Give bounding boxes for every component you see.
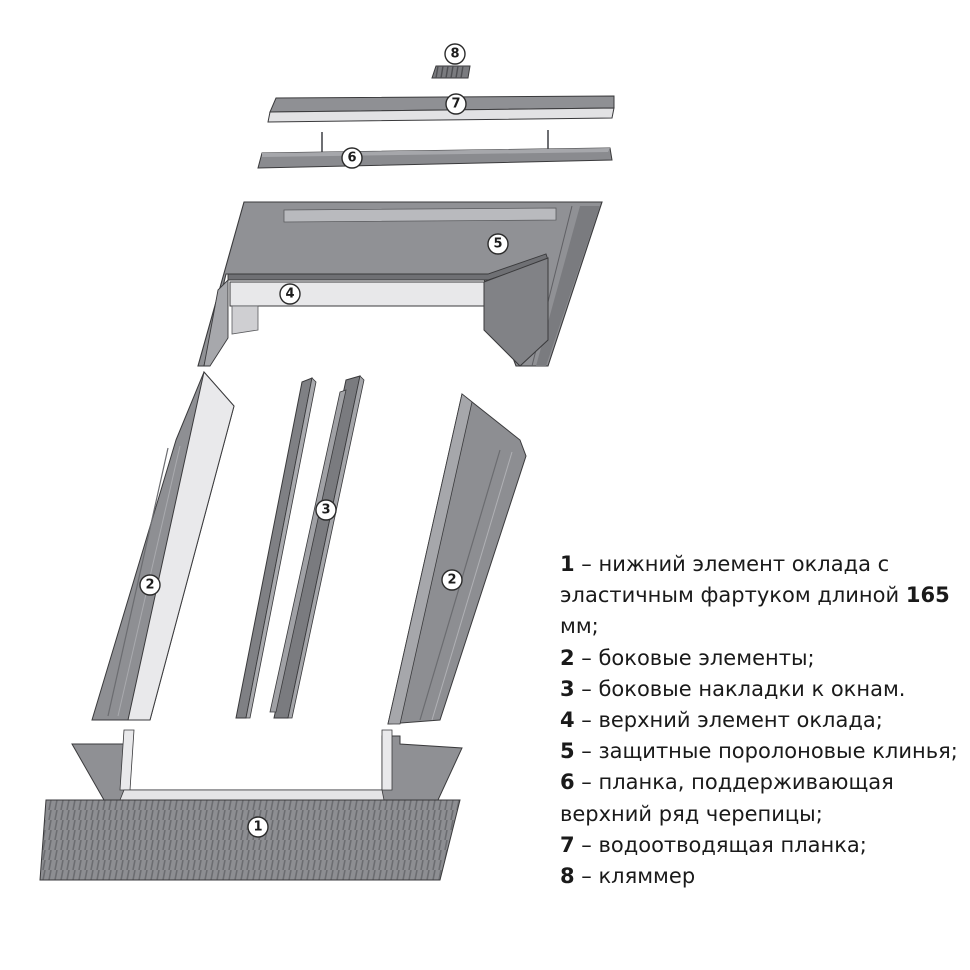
legend-item-2: 2 – боковые элементы; (560, 645, 815, 670)
callout-8: 8 (444, 43, 466, 65)
legend-item-3: 3 – боковые накладки к окнам. (560, 676, 906, 701)
svg-text:7: 7 (451, 97, 460, 112)
callout-7: 7 (445, 93, 467, 115)
legend-item-5: 5 – защитные поролоновые клинья; (560, 739, 958, 764)
callout-4: 4 (279, 283, 301, 305)
legend-item-4: 4 – верхний элемент оклада; (560, 708, 883, 733)
part-6-support-strip (257, 130, 613, 169)
legend-item-7: 7 – водоотводящая планка; (560, 832, 867, 857)
svg-text:8: 8 (450, 47, 459, 62)
callout-5: 5 (487, 233, 509, 255)
legend-item-1: 1 – нижний элемент оклада с эластичным ф… (560, 552, 950, 639)
svg-text:2: 2 (145, 578, 154, 593)
callout-3: 3 (315, 499, 337, 521)
svg-text:2: 2 (447, 573, 456, 588)
svg-text:6: 6 (347, 151, 356, 166)
part-1-bottom-element (39, 729, 463, 881)
svg-text:3: 3 (321, 503, 330, 518)
svg-text:4: 4 (285, 287, 294, 302)
callout-2-right: 2 (441, 569, 463, 591)
part-8-clip (431, 65, 471, 79)
part-7-drip-strip (267, 95, 615, 123)
part-2-right-side (387, 393, 527, 725)
callout-2-left: 2 (139, 574, 161, 596)
legend-item-6: 6 – планка, поддерживающая верхний ряд ч… (560, 770, 894, 826)
callout-1: 1 (247, 816, 269, 838)
part-2-left-side (91, 370, 235, 721)
part-3-side-covers (235, 375, 365, 719)
parts-legend: 1 – нижний элемент оклада с эластичным ф… (560, 549, 960, 892)
legend-item-8: 8 – кляммер (560, 864, 696, 889)
svg-text:5: 5 (493, 237, 502, 252)
callout-6: 6 (341, 147, 363, 169)
svg-text:1: 1 (253, 820, 262, 835)
